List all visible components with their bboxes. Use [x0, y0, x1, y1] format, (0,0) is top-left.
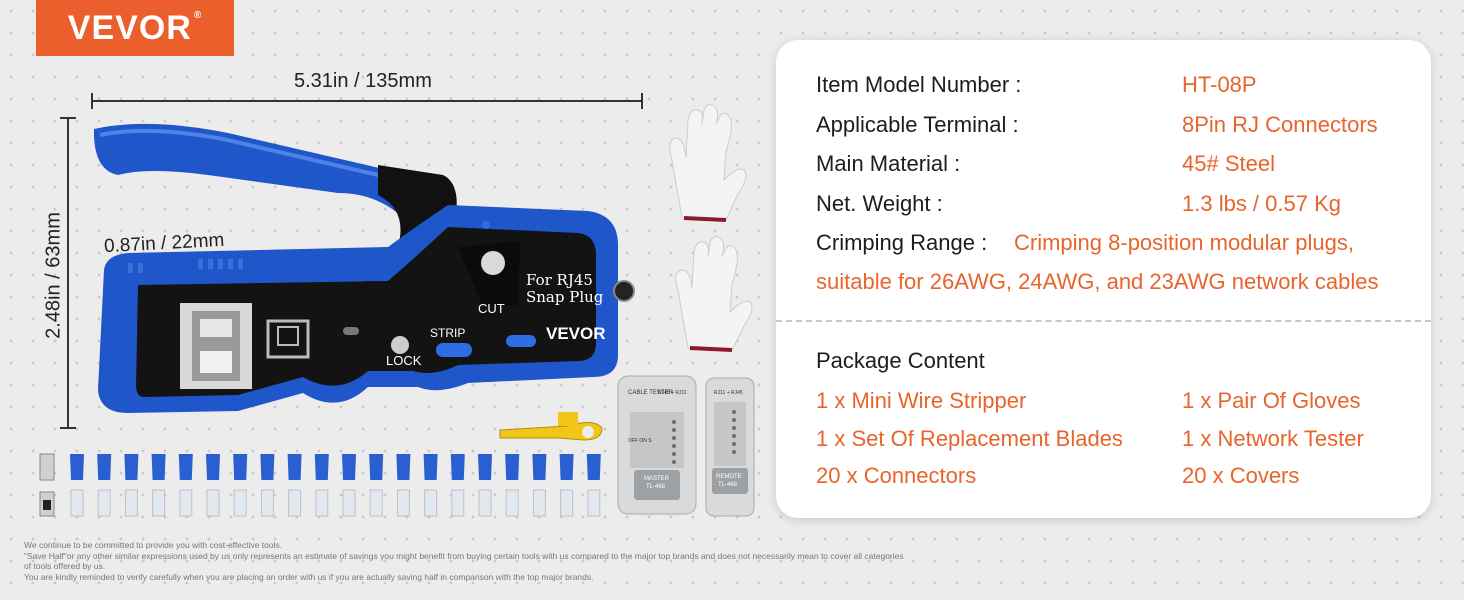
- package-item-tester: 1 x Network Tester: [1182, 426, 1364, 451]
- rj45-connector: [478, 489, 492, 517]
- package-heading: Package Content: [816, 348, 985, 373]
- rj45-connector: [424, 489, 438, 517]
- rj45-connector: [560, 489, 574, 517]
- tester-master-model: TL-468: [646, 484, 666, 490]
- connector-cover: [206, 454, 220, 480]
- spec-value-material: 45# Steel: [1182, 151, 1275, 176]
- jaw-dimension-tail: mm: [364, 275, 394, 295]
- tester-master-label: MASTER: [644, 476, 670, 482]
- disclaimer: We continue to be committed to provide y…: [24, 540, 964, 582]
- registered-mark: ®: [193, 10, 203, 21]
- rj45-connector: [206, 489, 220, 517]
- connector-cover: [260, 454, 275, 480]
- crimping-value-line2: suitable for 26AWG, 24AWG, and 23AWG net…: [816, 269, 1379, 294]
- disclaimer-line: "Save Half"or any other similar expressi…: [24, 550, 904, 561]
- rj45-connector: [233, 489, 247, 517]
- tool-text-cut: CUT: [478, 301, 505, 316]
- spec-value-weight: 1.3 lbs / 0.57 Kg: [1182, 191, 1341, 216]
- connector-cover: [505, 454, 520, 480]
- tester-master-mid: RJ45 + RJ11: [658, 390, 687, 396]
- rj45-connector: [342, 489, 356, 517]
- connector-cover: [586, 454, 601, 480]
- spec-label-terminal: Applicable Terminal :: [816, 112, 1019, 137]
- connector-cover: [70, 454, 84, 480]
- connector-cover: [287, 454, 302, 480]
- connector-cover: [233, 454, 248, 480]
- tester-switch: OFF ON S: [628, 438, 652, 444]
- crimping-tool-illustration: For RJ45 Snap Plug CUT STRIP LOCK VEVOR …: [93, 123, 635, 413]
- connector-cover: [423, 454, 438, 480]
- card-divider: [776, 320, 1431, 322]
- network-tester-illustration: CABLE TESTER RJ45 + RJ11 OFF ON S MASTER…: [617, 375, 755, 517]
- rj45-connector: [124, 489, 138, 517]
- rj45-connector: [369, 489, 383, 517]
- connector-cover: [532, 454, 547, 480]
- package-item-connectors: 20 x Connectors: [816, 463, 977, 488]
- connector-cover: [478, 454, 492, 480]
- connector-cover: [314, 454, 329, 480]
- rj45-connector: [288, 489, 302, 517]
- tool-text-line1: For RJ45: [526, 271, 593, 289]
- spec-label-weight: Net. Weight :: [816, 191, 943, 216]
- crimping-value-line1: Crimping 8-position modular plugs,: [1014, 230, 1354, 255]
- tool-text-line2: Snap Plug: [526, 288, 604, 306]
- spec-label-model: Item Model Number :: [816, 72, 1022, 97]
- rj45-connector: [587, 489, 601, 517]
- tester-remote-top: RJ11 + RJ45: [714, 390, 743, 396]
- rj45-connector: [97, 489, 111, 517]
- tool-text-brand: VEVOR: [546, 324, 606, 343]
- rj45-connector: [152, 489, 166, 517]
- connector-cover: [97, 454, 112, 480]
- vevor-logo: VEVOR®: [36, 0, 234, 56]
- package-item-covers: 20 x Covers: [1182, 463, 1300, 488]
- rj45-connector: [179, 489, 193, 517]
- rj45-connector: [532, 489, 546, 517]
- rj45-connector: [260, 489, 274, 517]
- tester-remote-label: REMOTE: [716, 474, 742, 480]
- connector-cover: [342, 454, 356, 480]
- crimping-label: Crimping Range :: [816, 230, 988, 255]
- wire-stripper-illustration: [499, 412, 603, 441]
- connector-cover: [396, 454, 411, 480]
- connectors-illustration: [39, 453, 601, 517]
- spec-value-model: HT-08P: [1182, 72, 1257, 97]
- tool-text-strip: STRIP: [430, 326, 465, 340]
- connector-cover: [369, 454, 384, 480]
- connector-cover: [124, 454, 139, 480]
- logo-text: VEVOR: [67, 8, 192, 47]
- specs-card: [776, 40, 1431, 518]
- tool-text-lock: LOCK: [386, 353, 422, 368]
- spec-label-material: Main Material :: [816, 151, 961, 176]
- rj45-connector: [70, 489, 84, 517]
- width-dimension: 5.31in / 135mm: [294, 70, 432, 92]
- package-item-gloves: 1 x Pair Of Gloves: [1182, 388, 1361, 413]
- spec-value-terminal: 8Pin RJ Connectors: [1182, 112, 1378, 137]
- disclaimer-line: You are kindly reminded to verify carefu…: [24, 571, 594, 582]
- connector-cover: [450, 454, 465, 480]
- rj45-connector: [451, 489, 465, 517]
- package-item-blades: 1 x Set Of Replacement Blades: [816, 426, 1123, 451]
- disclaimer-line: We continue to be committed to provide y…: [24, 540, 283, 550]
- rj45-connector: [315, 489, 329, 517]
- tester-remote-model: TL-468: [718, 482, 738, 488]
- rj45-connector: [396, 489, 410, 517]
- connector-cover: [151, 454, 166, 480]
- tester-master-top: CABLE TESTER: [628, 390, 674, 396]
- gloves-illustration: [669, 104, 753, 352]
- connector-cover: [559, 454, 574, 480]
- disclaimer-line: of tools offered by us.: [24, 561, 106, 571]
- connector-cover: [178, 454, 193, 480]
- package-item-stripper: 1 x Mini Wire Stripper: [816, 388, 1027, 413]
- rj45-connector: [505, 489, 519, 517]
- height-dimension: 2.48in / 63mm: [42, 212, 65, 339]
